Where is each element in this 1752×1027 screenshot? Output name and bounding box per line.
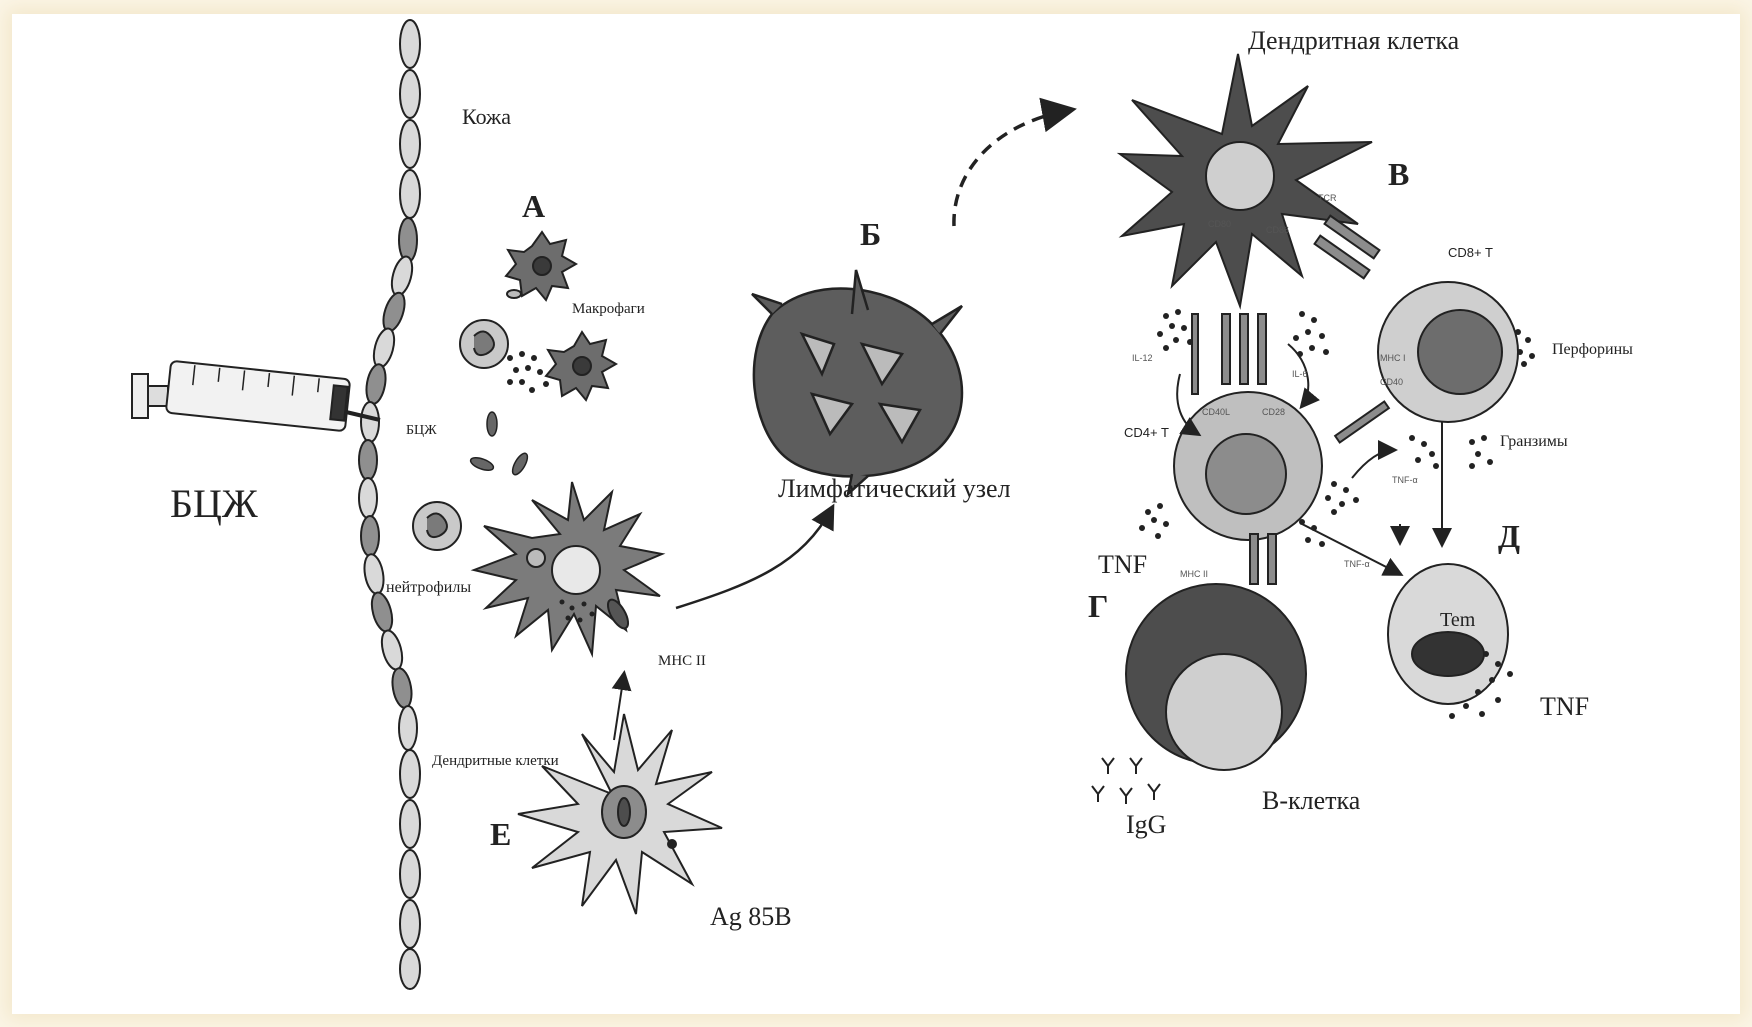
- granzymes-label: Гранзимы: [1500, 434, 1568, 450]
- mhcii-bcell-label: MHC II: [1180, 570, 1208, 579]
- mhc2-label: МНС II: [658, 654, 706, 669]
- diagram-graphic: [12, 14, 1740, 1014]
- macrophages-label: Макрофаги: [572, 302, 645, 317]
- tem-label: Tem: [1440, 610, 1475, 630]
- bcell-label: В-клетка: [1262, 788, 1360, 814]
- tnf-left-label: TNF: [1098, 552, 1147, 578]
- neutrophil-top: [460, 320, 508, 368]
- neutrophil-bottom: [413, 502, 461, 550]
- dendritic-cells-label: Дендритные клетки: [432, 754, 559, 769]
- lymph-node: [752, 270, 962, 494]
- arrow-lymph-to-dc: [954, 110, 1070, 226]
- stage-letter-b: Б: [860, 218, 881, 250]
- cd40-label: CD40: [1380, 378, 1403, 387]
- tnf-right-label: TNF: [1540, 694, 1589, 720]
- arrow-dc-to-lymph: [676, 508, 832, 608]
- skin-layer: [359, 20, 420, 989]
- il12-label: IL-12: [1132, 354, 1153, 363]
- diagram-canvas: БЦЖ Кожа БЦЖ Макрофаги нейтрофилы МНС II…: [12, 14, 1740, 1014]
- lymph-node-label: Лимфатический узел: [778, 476, 1011, 502]
- tnfa-2-label: TNF-α: [1344, 560, 1370, 569]
- tcr-label: TCR: [1318, 194, 1337, 203]
- perforins-label: Перфорины: [1552, 342, 1633, 358]
- bcg-bacilli: [469, 412, 530, 477]
- igg-antibodies: [1092, 758, 1160, 804]
- cd8t-label: CD8+ T: [1448, 246, 1493, 259]
- stage-letter-e: Е: [490, 818, 511, 850]
- bcg-main-label: БЦЖ: [170, 484, 258, 524]
- cd80-label: CD80: [1208, 220, 1231, 229]
- tnfa-1-label: TNF-α: [1392, 476, 1418, 485]
- igg-label: IgG: [1126, 812, 1166, 838]
- neutrophils-label: нейтрофилы: [386, 580, 471, 596]
- cd8-t-cell: [1378, 282, 1518, 422]
- syringe: [132, 361, 380, 432]
- dendritic-cell-top: [1120, 54, 1372, 306]
- tem-cell: [1388, 564, 1508, 704]
- b-cell: [1126, 584, 1306, 770]
- stage-letter-v: В: [1388, 158, 1409, 190]
- cd86-label: CD86: [1266, 226, 1289, 235]
- ag85b-label: Ag 85B: [710, 904, 792, 930]
- stage-letter-d: Д: [1498, 520, 1520, 552]
- dendritic-cell-mid: [474, 482, 662, 654]
- il6-label: IL-6: [1292, 370, 1308, 379]
- dendritic-cell-e: [518, 714, 722, 914]
- stage-letter-a: А: [522, 190, 545, 222]
- skin-label: Кожа: [462, 106, 511, 128]
- cd28-label: CD28: [1262, 408, 1285, 417]
- cd4-t-cell: [1174, 392, 1322, 540]
- bcg-small-label: БЦЖ: [406, 424, 437, 438]
- dendritic-cell-label: Дендритная клетка: [1248, 28, 1459, 54]
- bcg-particles: [507, 351, 549, 393]
- stage-letter-g: Г: [1088, 590, 1108, 622]
- cd4t-label: CD4+ T: [1124, 426, 1169, 439]
- mhc1-label: MHC I: [1380, 354, 1406, 363]
- cd40l-label: CD40L: [1202, 408, 1230, 417]
